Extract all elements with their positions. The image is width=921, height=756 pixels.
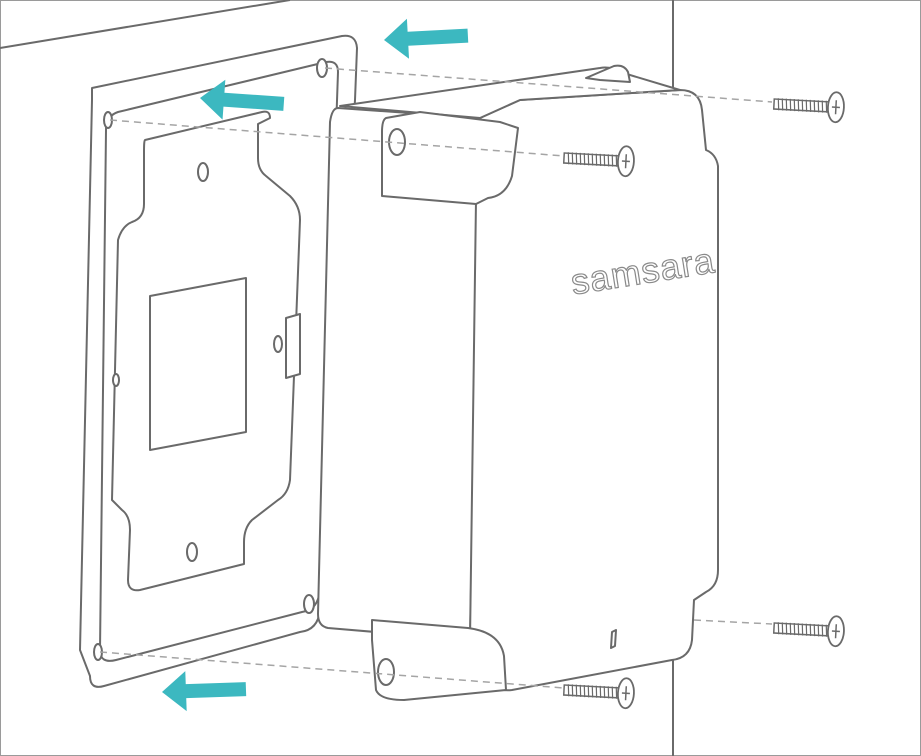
- guide-top: [324, 67, 773, 103]
- mounting-bracket: [79, 34, 358, 688]
- bracket-holes: [93, 58, 328, 661]
- guide-bottom: [99, 651, 565, 689]
- device-hole-lower: [377, 658, 395, 686]
- screws: [562, 91, 845, 710]
- device-upper-ear: [381, 111, 519, 205]
- bracket-hole-bottom-right: [303, 594, 315, 614]
- bracket-hole-inner-right: [273, 335, 283, 353]
- device-side-panel: [317, 107, 481, 641]
- bracket-hole-inner-top: [197, 162, 209, 182]
- bracket-center-pad: [149, 277, 247, 451]
- screw-icon: [562, 677, 635, 710]
- gateway-device: [317, 64, 719, 701]
- screw-icon: [772, 615, 845, 648]
- guide-lower-right: [693, 619, 773, 625]
- bracket-hole-left: [112, 373, 120, 387]
- ceiling-edge: [0, 0, 291, 49]
- arrow-left-icon: [162, 671, 247, 712]
- device-lower-ear: [371, 619, 507, 701]
- arrow-left-icon: [384, 18, 469, 59]
- alignment-guides: [99, 67, 773, 689]
- bracket-side-clip: [285, 313, 301, 379]
- direction-arrows: [162, 18, 469, 712]
- bracket-hole-inner-bottom: [186, 542, 198, 562]
- device-top-tab: [585, 64, 631, 83]
- device-holes: [377, 128, 406, 686]
- status-led: [610, 629, 617, 649]
- screw-icon: [562, 145, 635, 178]
- guide-upper: [109, 119, 565, 157]
- arrow-left-icon: [200, 79, 285, 120]
- screw-icon: [772, 91, 845, 124]
